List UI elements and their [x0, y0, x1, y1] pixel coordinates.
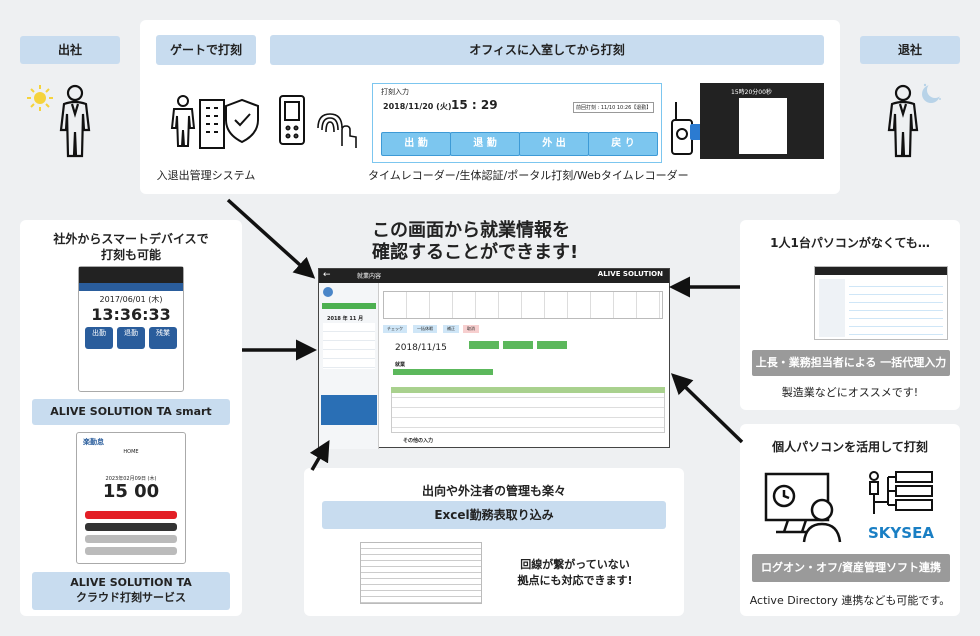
- mini-calendar: [323, 323, 375, 369]
- phone2-date: 2023年02月09日 (木): [105, 476, 157, 482]
- tab-bulk[interactable]: 一括休暇: [413, 325, 437, 333]
- phone2-in-button[interactable]: [85, 511, 177, 519]
- logon-label: ログオン・オフ/資産管理ソフト連携: [752, 554, 950, 582]
- phone1-clock-in-button[interactable]: 出勤: [85, 327, 113, 349]
- phone1-overtime-button[interactable]: 残業: [149, 327, 177, 349]
- center-entry-grid: [391, 387, 665, 433]
- left-heading-line1: 社外からスマートデバイスで: [53, 232, 209, 246]
- punch-out-button[interactable]: 退 勤: [450, 132, 520, 156]
- phone2-leave-button[interactable]: [85, 535, 177, 543]
- center-tabs: チェック 一括休暇 補正 取消: [383, 325, 663, 335]
- person-leave-icon: [887, 84, 919, 158]
- office-caption: タイムレコーダー/生体認証/ポータル打刻/Webタイムレコーダー: [368, 169, 689, 182]
- device-screen: 15時20分00秒: [700, 83, 824, 159]
- phone1-clock-in-label: 出勤: [92, 329, 106, 337]
- punch-panel: 打刻入力 2018/11/20 (火) 15 : 29 前回打刻 : 11/10…: [372, 83, 662, 163]
- card-reader-icon: [279, 95, 305, 145]
- phone2-home: HOME: [123, 449, 139, 455]
- pc-user-clock-icon: [764, 472, 842, 543]
- phone1-time: 13:36:33: [91, 305, 171, 324]
- phone1-clock-out-button[interactable]: 退勤: [117, 327, 145, 349]
- center-sidebar: 2018 年 11 月: [319, 283, 379, 449]
- phone-smart: 2017/06/01 (木) 13:36:33 出勤 退勤 残業: [78, 266, 184, 392]
- punch-leave-button[interactable]: 外 出: [519, 132, 589, 156]
- phone1-date: 2017/06/01 (木): [99, 295, 163, 304]
- punch-last: 前回打刻 : 11/10 10:26【退勤】: [573, 102, 655, 113]
- skysea-logo: SKYSEA: [868, 524, 934, 542]
- phone2-app: 楽勤怠: [83, 438, 104, 446]
- headline-line2: 確認することができます!: [372, 242, 579, 263]
- excel-sheet-thumbnail: [360, 542, 482, 604]
- arrive-label: 出社: [20, 36, 120, 64]
- phone1-overtime-label: 残業: [156, 329, 170, 337]
- calendar-month: 2018 年 11 月: [327, 316, 364, 322]
- tab-check[interactable]: チェック: [383, 325, 407, 333]
- phone2-time: 15 00: [102, 481, 160, 502]
- phone2-out-button[interactable]: [85, 523, 177, 531]
- gate-caption: 入退出管理システム: [156, 169, 256, 182]
- center-section1: 就業: [395, 362, 406, 368]
- cloud-label: ALIVE SOLUTION TA クラウド打刻サービス: [32, 572, 230, 610]
- top-methods-card: ゲートで打刻 オフィスに入室してから打刻 入退出管理システム: [140, 20, 840, 194]
- phone1-clock-out-label: 退勤: [124, 329, 138, 337]
- right-top-heading: 1人1台パソコンがなくても…: [770, 236, 930, 250]
- leave-label: 退社: [860, 36, 960, 64]
- punch-date: 2018/11/20 (火): [383, 102, 452, 111]
- tab-cancel[interactable]: 取消: [463, 325, 479, 333]
- excel-label: Excel勤務表取り込み: [322, 501, 666, 529]
- left-heading-line2: 打刻も可能: [100, 248, 161, 262]
- right-bottom-card: 個人パソコンを活用して打刻 SKYSEA ログオン・オフ/資産管理ソフト連携 A…: [740, 424, 960, 616]
- person-arrive-icon: [59, 84, 91, 158]
- arrow-bottom-to-screen: [309, 439, 330, 471]
- right-bottom-caption: Active Directory 連携なども可能です。: [749, 594, 951, 607]
- bottom-center-text1: 回線が繋がっていない: [520, 558, 630, 571]
- right-top-card: 1人1台パソコンがなくても… 上長・業務担当者による 一括代理入力 製造業などに…: [740, 220, 960, 410]
- punch-time: 15 : 29: [451, 98, 498, 112]
- bottom-center-title: 出向や外注者の管理も楽々: [421, 484, 566, 498]
- bottom-center-card: 出向や外注者の管理も楽々 Excel勤務表取り込み 回線が繋がっていない 拠点に…: [304, 468, 684, 616]
- punch-in-button[interactable]: 出 勤: [381, 132, 451, 156]
- left-smart-card: 社外からスマートデバイスで 打刻も可能 2017/06/01 (木) 13:36…: [20, 220, 242, 616]
- center-header-title: 就業内容: [357, 273, 382, 280]
- back-icon[interactable]: ←: [323, 270, 331, 280]
- moon-icon: [922, 82, 943, 103]
- proxy-input-screenshot: [814, 266, 948, 340]
- arrow-rightbottom-to-screen: [670, 373, 744, 444]
- punch-return-button[interactable]: 戻 り: [588, 132, 658, 156]
- center-date: 2018/11/15: [395, 343, 447, 353]
- proxy-input-label: 上長・業務担当者による 一括代理入力: [752, 350, 950, 376]
- device-screen-title: 15時20分00秒: [731, 89, 772, 96]
- summary-table: [383, 291, 663, 319]
- phone-cloud: 楽勤怠 HOME 2023年02月09日 (木) 15 00: [76, 432, 186, 564]
- cloud-label-line2: クラウド打刻サービス: [76, 591, 186, 604]
- office-label: オフィスに入室してから打刻: [270, 35, 824, 65]
- center-screen: ← 就業内容 ALIVE SOLUTION 2018 年 11 月 チェック 一…: [318, 268, 670, 449]
- headline-line1: この画面から就業情報を: [372, 220, 570, 241]
- center-section2: その他の入力: [403, 438, 434, 444]
- fingerprint-icon: [317, 113, 357, 148]
- right-top-caption: 製造業などにオススメです!: [781, 386, 919, 399]
- tab-correct[interactable]: 補正: [443, 325, 459, 333]
- sun-icon: [27, 85, 53, 111]
- punch-panel-title: 打刻入力: [381, 88, 409, 96]
- bottom-center-text2: 拠点にも対応できます!: [517, 574, 633, 587]
- gate-building-shield-icon: [199, 98, 259, 149]
- cloud-label-line1: ALIVE SOLUTION TA: [70, 576, 192, 589]
- brand-label: ALIVE SOLUTION: [597, 270, 663, 278]
- center-screen-header: ← 就業内容 ALIVE SOLUTION: [319, 269, 669, 283]
- smart-label: ALIVE SOLUTION TA smart: [32, 399, 230, 425]
- phone2-return-button[interactable]: [85, 547, 177, 555]
- right-bottom-heading: 個人パソコンを活用して打刻: [772, 440, 928, 454]
- network-server-icon: [869, 471, 933, 514]
- gate-person-icon: [170, 95, 196, 147]
- gate-label: ゲートで打刻: [156, 35, 256, 65]
